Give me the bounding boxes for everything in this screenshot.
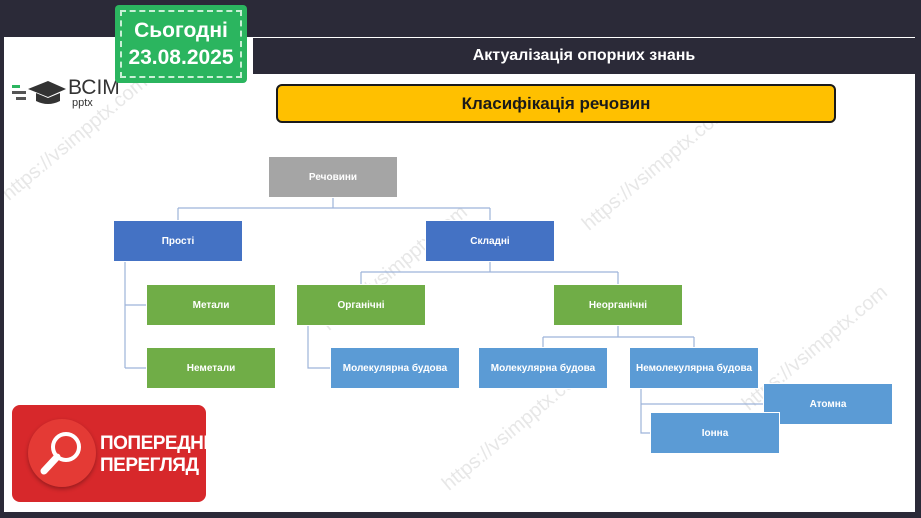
logo-subtext: pptx [72, 97, 93, 109]
logo-text: ВСІМ [68, 76, 120, 99]
section-title: Актуалізація опорних знань [472, 47, 696, 64]
preview-button[interactable]: ПОПЕРЕДНІЙ ПЕРЕГЛЯД [12, 405, 222, 502]
date-value: 23.08.2025 [128, 46, 234, 69]
node-metals: Метали [146, 284, 276, 326]
section-header: Актуалізація опорних знань [253, 38, 915, 74]
node-complex: Складні [425, 220, 555, 262]
preview-label-1: ПОПЕРЕДНІЙ [100, 433, 222, 454]
node-ionic: Іонна [650, 412, 780, 454]
logo: ВСІМ pptx [12, 75, 122, 109]
date-badge: Сьогодні 23.08.2025 [116, 6, 246, 82]
preview-label-2: ПЕРЕГЛЯД [100, 455, 199, 476]
magnifier-icon [28, 419, 96, 487]
node-organic-molecular: Молекулярна будова [330, 347, 460, 389]
node-atomic: Атомна [763, 383, 893, 425]
node-inorganic-molecular: Молекулярна будова [478, 347, 608, 389]
node-inorganic: Неорганічні [553, 284, 683, 326]
tree-connectors [124, 198, 763, 434]
graduation-cap-icon [12, 81, 66, 104]
topic-title-text: Класифікація речовин [461, 93, 651, 113]
node-nonmolecular: Немолекулярна будова [629, 347, 759, 389]
node-organic: Органічні [296, 284, 426, 326]
date-label: Сьогодні [134, 19, 228, 42]
node-simple: Прості [113, 220, 243, 262]
node-nonmetals: Неметали [146, 347, 276, 389]
node-substances: Речовини [268, 156, 398, 198]
topic-title: Класифікація речовин [276, 84, 836, 123]
